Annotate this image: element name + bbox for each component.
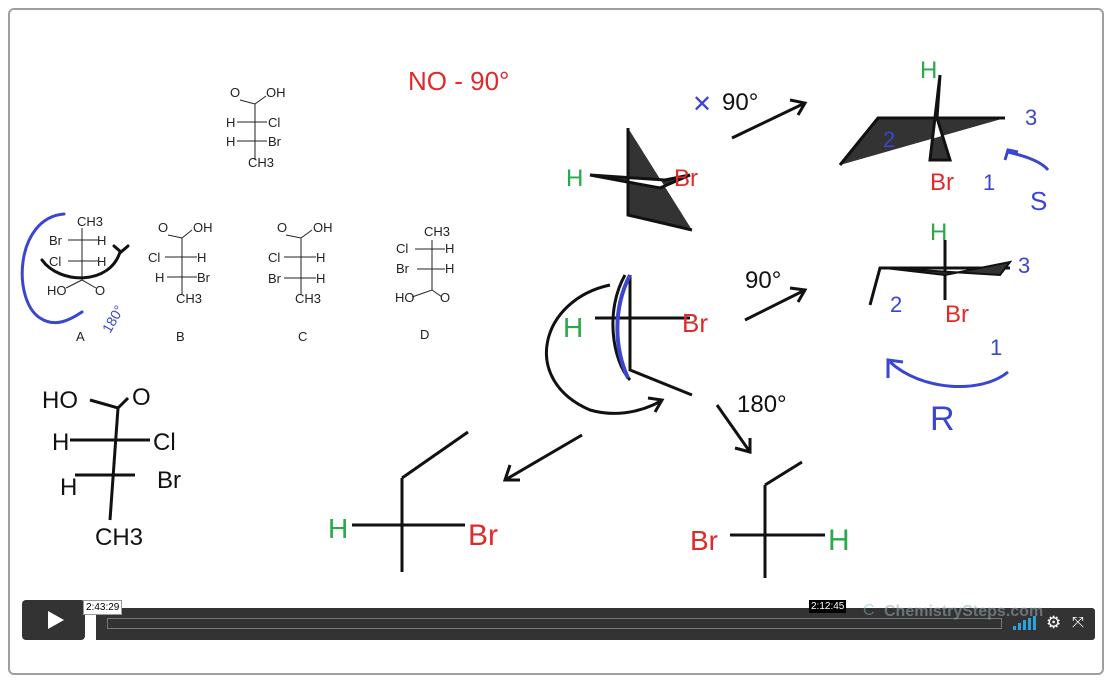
option-label: D — [420, 327, 429, 342]
atom: Br — [674, 165, 698, 192]
atom: Cl — [268, 250, 280, 265]
atom: H — [828, 524, 850, 557]
atom: Br — [930, 169, 954, 196]
watermark-logo: C — [863, 602, 875, 619]
atom: Br — [396, 261, 410, 276]
priority-number: 1 — [990, 335, 1002, 360]
atom: Cl — [268, 115, 280, 130]
current-time-tooltip: 2:43:29 — [83, 600, 123, 615]
option-d: CH3 Cl H Br H HO O D — [395, 224, 454, 342]
atom: Br — [197, 270, 211, 285]
top-fischer-molecule: O OH H Cl H Br CH3 — [226, 85, 286, 170]
atom: H — [226, 115, 235, 130]
option-b: O OH Cl H H Br CH3 B — [148, 220, 213, 344]
config-label: S — [1030, 186, 1047, 216]
signal-bars-icon[interactable] — [1013, 616, 1037, 630]
atom: H — [566, 165, 583, 192]
crossed-out-90: ✕ — [692, 91, 712, 118]
fullscreen-icon[interactable]: ⤧ — [1072, 614, 1085, 631]
hover-time-tooltip: 2:12:45 — [809, 600, 847, 613]
atom: H — [316, 271, 325, 286]
gear-icon[interactable]: ⚙ — [1046, 613, 1062, 632]
atom: O — [440, 290, 450, 305]
atom: Br — [49, 233, 63, 248]
atom: Cl — [153, 429, 176, 456]
flip-arrow-a — [40, 244, 130, 280]
option-label: B — [176, 329, 185, 344]
atom: H — [97, 233, 106, 248]
control-bar — [96, 608, 1095, 640]
atom: H — [155, 270, 164, 285]
atom: CH3 — [248, 155, 274, 170]
atom: CH3 — [424, 224, 450, 239]
atom: HO — [395, 290, 415, 305]
priority-number: 2 — [883, 127, 895, 152]
atom: H — [197, 250, 206, 265]
atom: Br — [268, 271, 282, 286]
s-projection: H Br 1 2 3 S — [838, 57, 1050, 216]
atom: CH3 — [295, 291, 321, 306]
play-icon — [48, 611, 64, 629]
option-a: CH3 Br H Cl H HO O A — [47, 214, 106, 344]
atom: O — [230, 85, 240, 100]
play-button[interactable] — [22, 600, 85, 640]
annotation-180-mid: 180° — [737, 391, 787, 418]
atom: O — [95, 283, 105, 298]
atom: Br — [268, 134, 282, 149]
atom: H — [316, 250, 325, 265]
watermark: ChemistrySteps.com — [884, 603, 1044, 620]
atom: H — [445, 241, 454, 256]
atom: H — [563, 312, 583, 343]
option-label: C — [298, 329, 307, 344]
center-newman: H Br — [544, 274, 708, 415]
atom: OH — [193, 220, 213, 235]
atom: OH — [266, 85, 286, 100]
atom: H — [60, 474, 77, 501]
atom: Br — [468, 519, 498, 552]
progress-scrubber[interactable] — [107, 618, 1002, 629]
config-label: R — [930, 400, 955, 438]
priority-number: 1 — [983, 170, 995, 195]
atom: H — [328, 513, 348, 544]
atom: H — [445, 261, 454, 276]
priority-number: 3 — [1018, 253, 1030, 278]
r-projection: H Br 1 2 3 R — [868, 219, 1030, 438]
annotation-no-90: NO - 90° — [408, 66, 509, 96]
atom: Cl — [396, 241, 408, 256]
atom: Cl — [49, 254, 61, 269]
atom: O — [158, 220, 168, 235]
bottom-left-newman: H Br — [328, 430, 498, 572]
atom: O — [277, 220, 287, 235]
hand-fischer: HO O H Cl H Br CH3 — [42, 384, 181, 551]
atom: Br — [945, 301, 969, 328]
atom: H — [52, 429, 69, 456]
atom: CH3 — [95, 524, 143, 551]
atom: Cl — [148, 250, 160, 265]
annotation-90-mid: 90° — [745, 267, 781, 294]
atom: H — [920, 57, 937, 84]
atom: Br — [682, 308, 708, 338]
annotation-90-top: 90° — [722, 89, 758, 116]
option-c: O OH Cl H Br H CH3 C — [268, 220, 333, 344]
atom: HO — [42, 387, 78, 414]
atom: CH3 — [77, 214, 103, 229]
atom: Br — [157, 467, 181, 494]
option-label: A — [76, 329, 85, 344]
annotation-180: 180° — [99, 302, 127, 335]
atom: Br — [690, 525, 718, 556]
atom: OH — [313, 220, 333, 235]
atom: H — [226, 134, 235, 149]
newman-top: H Br — [566, 128, 698, 232]
rotation-arrow-a — [20, 212, 84, 325]
video-canvas[interactable]: O OH H Cl H Br CH3 CH3 Br H Cl H HO O A … — [10, 10, 1104, 650]
atom: CH3 — [176, 291, 202, 306]
priority-number: 2 — [890, 292, 902, 317]
atom: HO — [47, 283, 67, 298]
bottom-right-newman: Br H — [690, 460, 850, 578]
priority-number: 3 — [1025, 105, 1037, 130]
atom: O — [132, 384, 151, 411]
atom: H — [930, 219, 947, 246]
atom: H — [97, 254, 106, 269]
